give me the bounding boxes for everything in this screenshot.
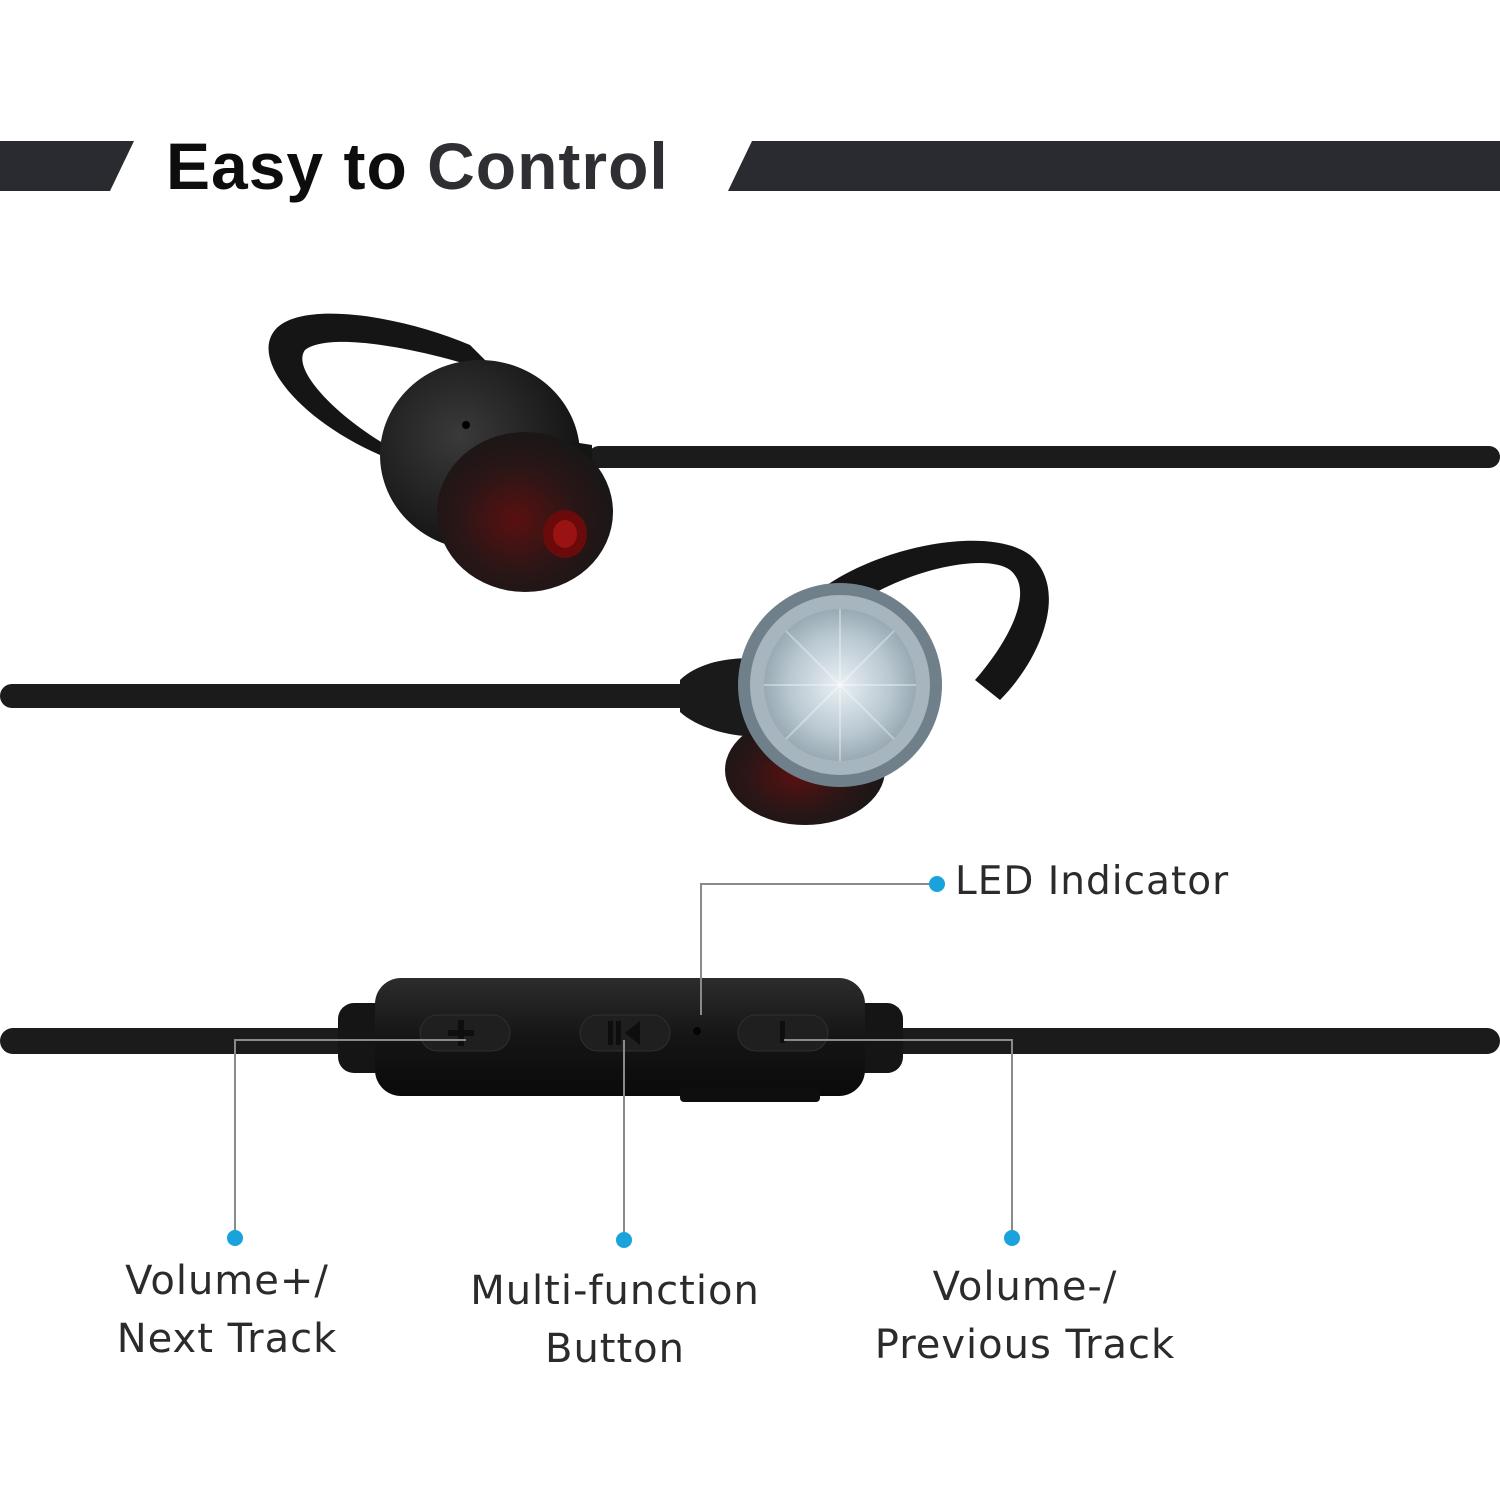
dot-led [929, 876, 945, 892]
banner-stripe-left [0, 141, 134, 191]
cable-top [588, 446, 1500, 468]
leader-volume-down [784, 1039, 1013, 1238]
callout-led-text: LED Indicator [955, 859, 1230, 904]
ear-hook-bottom [820, 540, 1049, 700]
callout-multi-function: Multi-function Button [455, 1262, 775, 1378]
callout-volume-down-line1: Volume-/ [932, 1264, 1118, 1310]
earbud-metal-face [764, 609, 916, 761]
minus-icon [780, 1021, 785, 1043]
led-indicator [693, 1027, 701, 1035]
dot-volume-up [227, 1230, 243, 1246]
callout-multi-line1: Multi-function [470, 1268, 760, 1314]
callout-volume-down: Volume-/ Previous Track [860, 1258, 1190, 1374]
eartip-top [437, 432, 613, 592]
cable-middle [0, 684, 700, 708]
plus-icon [448, 1020, 474, 1046]
leader-volume-up [234, 1039, 466, 1238]
dot-multi [616, 1232, 632, 1248]
callout-volume-up-line1: Volume+/ [125, 1258, 329, 1304]
title-part-1: Easy to [166, 129, 408, 203]
callout-led-indicator: LED Indicator [955, 853, 1229, 911]
banner-stripe-right [728, 141, 1500, 191]
play-pause-icon [608, 1021, 640, 1045]
dot-volume-down [1004, 1230, 1020, 1246]
leader-led [700, 883, 936, 1015]
ear-hook-top [268, 313, 500, 455]
callout-multi-line2: Button [545, 1326, 685, 1372]
title-part-2: Control [427, 129, 669, 203]
page-title: Easy to Control [166, 128, 669, 204]
callout-volume-up: Volume+/ Next Track [92, 1252, 362, 1368]
callout-volume-up-line2: Next Track [116, 1316, 338, 1362]
callout-volume-down-line2: Previous Track [874, 1322, 1176, 1368]
